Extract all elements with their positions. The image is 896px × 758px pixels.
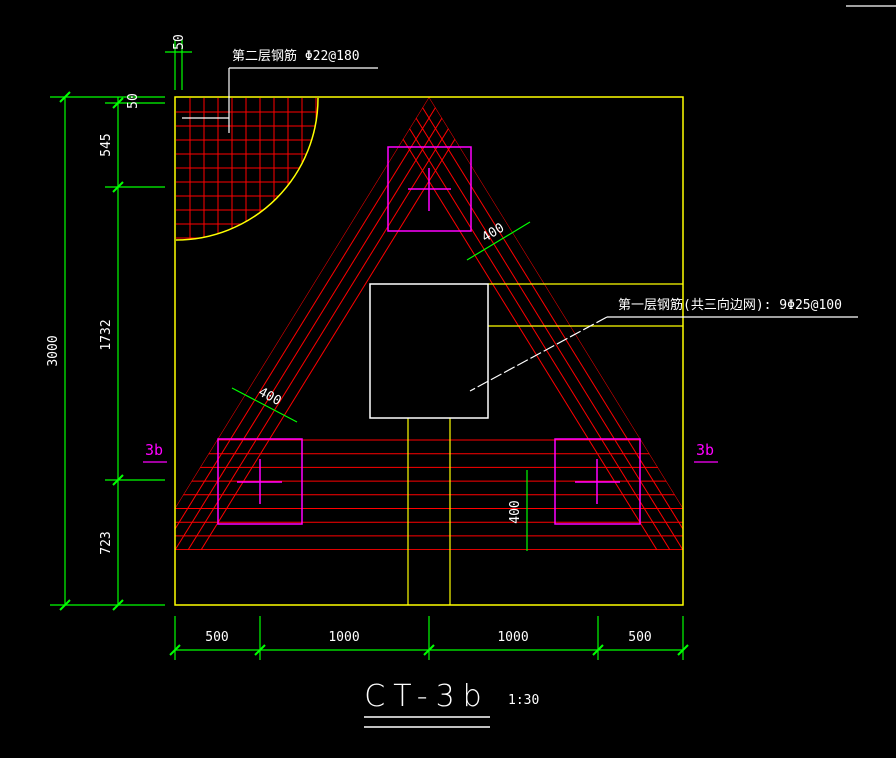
dim-left-50: 50 bbox=[126, 93, 141, 109]
dim-bottom-500-left: 500 bbox=[205, 630, 228, 645]
note-layer1: 第一层钢筋(共三向边网): 9Φ25@100 bbox=[618, 297, 842, 313]
section-mark-right: 3b bbox=[696, 441, 714, 459]
rebar-arc bbox=[175, 97, 319, 241]
drawing-scale: 1:30 bbox=[508, 693, 539, 708]
dim-left-1732: 1732 bbox=[99, 319, 114, 350]
pile-top bbox=[387, 146, 472, 232]
pile-right bbox=[554, 438, 641, 525]
note-layer2: 第二层钢筋 Φ22@180 bbox=[232, 48, 360, 64]
dim-left-3000: 3000 bbox=[46, 335, 61, 366]
section-marks: 3b 3b bbox=[143, 441, 718, 463]
pile-cap-outline bbox=[174, 96, 684, 606]
dim-left-723: 723 bbox=[99, 531, 114, 554]
layer2-rebar-grid bbox=[176, 98, 318, 240]
dim-left-545: 545 bbox=[99, 133, 114, 156]
pile-left bbox=[217, 438, 303, 525]
section-mark-left: 3b bbox=[145, 441, 163, 459]
dimension-lines bbox=[50, 40, 684, 660]
dim-400-right: 400 bbox=[508, 500, 523, 523]
drawing-title: CT-3b bbox=[364, 679, 489, 714]
column-outline bbox=[369, 283, 489, 419]
dim-bottom-500-right: 500 bbox=[628, 630, 651, 645]
dim-400-upper: 400 bbox=[479, 221, 507, 246]
dimension-ticks bbox=[59, 91, 689, 656]
layer2-leader bbox=[182, 67, 378, 133]
layer1-leader bbox=[469, 316, 858, 392]
dim-400-left: 400 bbox=[256, 385, 284, 409]
dim-bottom-1000-left: 1000 bbox=[328, 630, 359, 645]
dim-top-50: 50 bbox=[172, 34, 187, 50]
dim-bottom-1000-right: 1000 bbox=[497, 630, 528, 645]
